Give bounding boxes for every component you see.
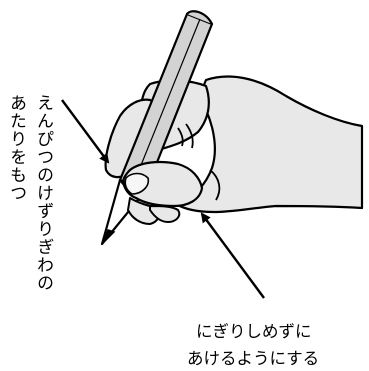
hand-back-shape	[174, 75, 364, 214]
pencil-end	[186, 10, 213, 25]
pencil-lead-tip	[101, 229, 116, 245]
pencil-edge-line	[132, 18, 201, 186]
palm-instruction-line-1: にぎりしめずに	[196, 322, 312, 341]
back-knuckle-line	[209, 169, 221, 201]
knuckle-line-1	[185, 123, 194, 149]
arrow-to-grip	[61, 99, 110, 164]
grip-instruction-line-2: あたりをもつ	[6, 94, 26, 202]
palm-instruction-line-2: あけるようにする	[187, 349, 320, 368]
arrow-to-palm	[200, 212, 265, 299]
grip-instruction-line-1: えんぴつのけずりぎわの	[33, 94, 53, 292]
thumbnail	[124, 172, 150, 195]
little-finger-shape	[149, 205, 181, 223]
knuckle-line-2	[177, 127, 184, 147]
thumb-shape	[122, 160, 204, 208]
